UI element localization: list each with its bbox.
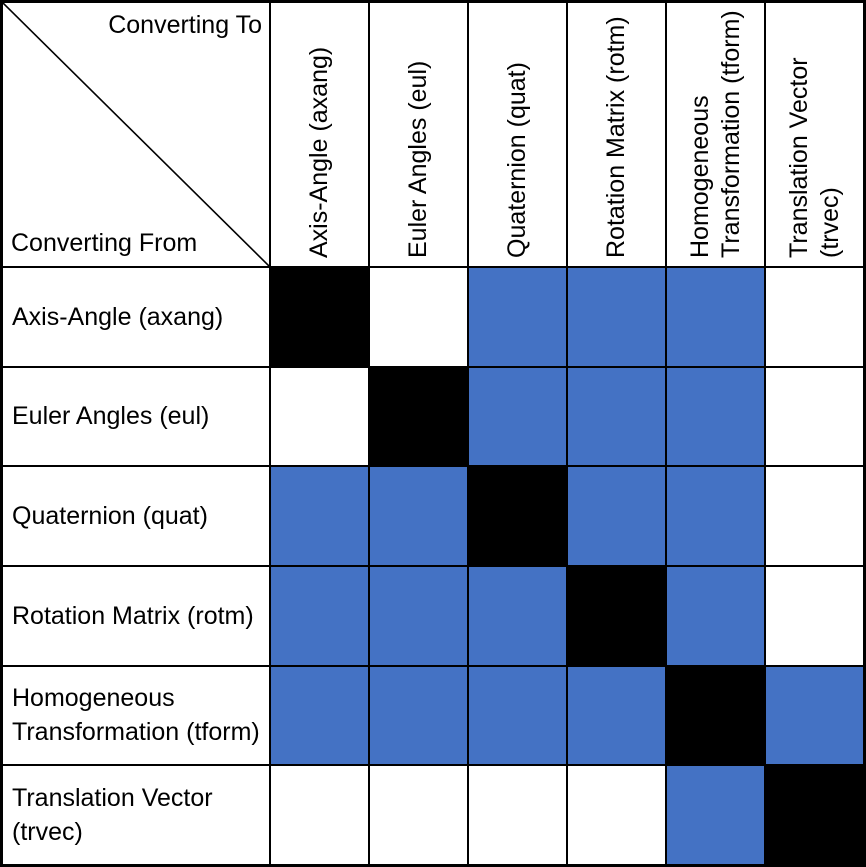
matrix-cell	[469, 367, 566, 466]
matrix-cell	[568, 367, 665, 466]
label-line: Rotation Matrix (rotm)	[12, 601, 254, 630]
matrix-cell	[271, 268, 368, 366]
label-line: Axis-Angle (axang)	[12, 302, 224, 331]
label-line: Axis-Angle (axang)	[305, 46, 334, 258]
matrix-cell	[370, 367, 467, 466]
column-header-2: Euler Angles (eul)	[370, 3, 467, 266]
matrix-cell	[667, 268, 764, 366]
matrix-cell	[766, 566, 863, 665]
label-line: Homogeneous	[686, 95, 714, 258]
matrix-cell	[469, 467, 566, 565]
converting-from-label: Converting From	[11, 229, 198, 257]
label-line: Homogeneous	[12, 683, 175, 712]
matrix-cell	[766, 666, 863, 765]
matrix-cell	[370, 566, 467, 665]
matrix-cell	[469, 666, 566, 765]
column-header-3: Quaternion (quat)	[469, 3, 566, 266]
label-line: Transformation (tform)	[716, 10, 745, 258]
row-header-3: Quaternion (quat)	[3, 467, 269, 565]
label-line: Transformation (tform)	[12, 718, 260, 747]
converting-to-label: Converting To	[108, 11, 262, 39]
column-header-text: Axis-Angle (axang)	[271, 3, 368, 266]
row-header-2: Euler Angles (eul)	[3, 367, 269, 466]
matrix-cell	[667, 766, 764, 864]
column-header-text: Euler Angles (eul)	[370, 3, 467, 266]
matrix-cell	[766, 766, 863, 864]
matrix-cell	[766, 268, 863, 366]
matrix-cell	[568, 268, 665, 366]
label-line: (trvec)	[815, 187, 844, 258]
matrix-cell	[568, 566, 665, 665]
column-header-1: Axis-Angle (axang)	[271, 3, 368, 266]
diagonal-line	[3, 3, 269, 266]
matrix-cell	[271, 566, 368, 665]
matrix-cell	[568, 766, 665, 864]
column-header-text: Quaternion (quat)	[469, 3, 566, 266]
matrix-cell	[766, 467, 863, 565]
matrix-cell	[667, 566, 764, 665]
column-header-6: Translation Vector(trvec)	[766, 3, 863, 266]
matrix-cell	[667, 666, 764, 765]
matrix-cell	[271, 766, 368, 864]
row-header-1: Axis-Angle (axang)	[3, 268, 269, 366]
matrix-cell	[568, 467, 665, 565]
matrix-cell	[271, 467, 368, 565]
label-line: Quaternion (quat)	[12, 501, 208, 530]
label-line: Quaternion (quat)	[503, 62, 532, 258]
label-line: Translation Vector	[12, 783, 213, 812]
matrix-cell	[370, 268, 467, 366]
matrix-cell	[370, 666, 467, 765]
corner-cell: Converting To Converting From	[3, 3, 269, 266]
matrix-cell	[469, 566, 566, 665]
label-line: Translation Vector	[785, 57, 813, 258]
matrix-cell	[667, 367, 764, 466]
matrix-cell	[667, 467, 764, 565]
matrix-cell	[271, 666, 368, 765]
matrix-cell	[469, 268, 566, 366]
matrix-cell	[370, 766, 467, 864]
label-line: (trvec)	[12, 818, 83, 847]
label-line: Euler Angles (eul)	[404, 60, 433, 258]
matrix-cell	[469, 766, 566, 864]
label-line: Euler Angles (eul)	[12, 402, 210, 431]
label-line: Rotation Matrix (rotm)	[602, 16, 631, 258]
matrix-cell	[568, 666, 665, 765]
matrix-cell	[370, 467, 467, 565]
column-header-text: Translation Vector(trvec)	[766, 3, 863, 266]
column-header-4: Rotation Matrix (rotm)	[568, 3, 665, 266]
row-header-4: Rotation Matrix (rotm)	[3, 566, 269, 665]
row-header-6: Translation Vector (trvec)	[3, 766, 269, 864]
column-header-text: Rotation Matrix (rotm)	[568, 3, 665, 266]
matrix-cell	[766, 367, 863, 466]
matrix-cell	[271, 367, 368, 466]
